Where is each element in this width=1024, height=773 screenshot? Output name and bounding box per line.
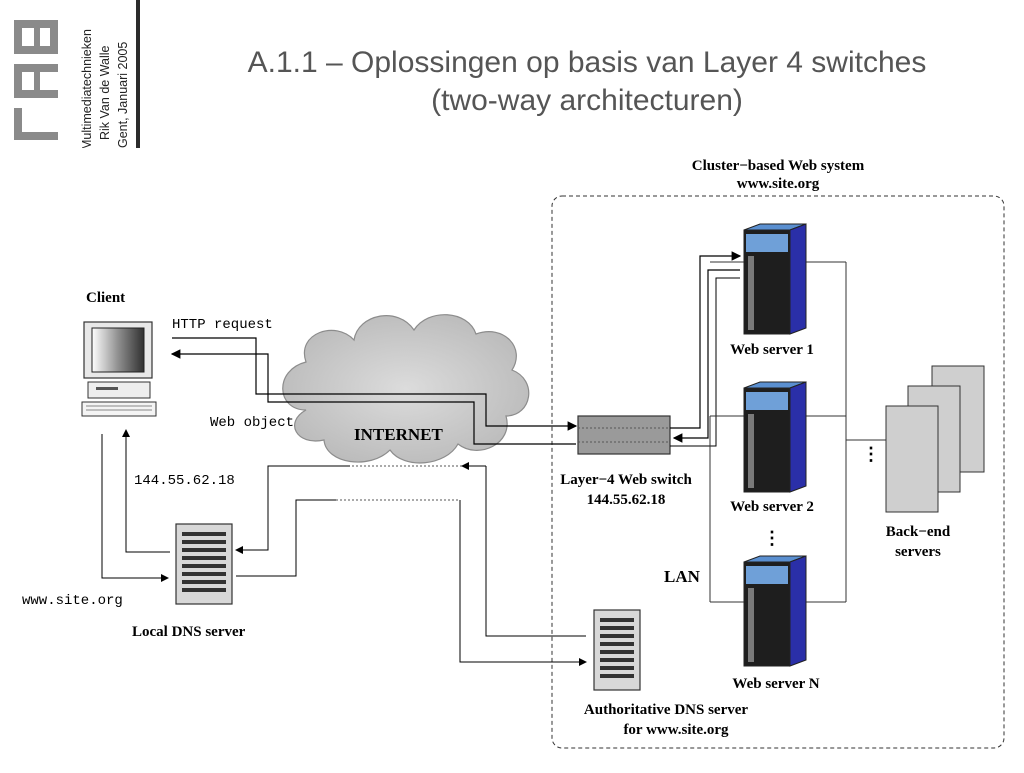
cluster-boundary — [551, 195, 1005, 749]
web-server-n-label: Web server N — [732, 676, 819, 692]
web-server-2-label: Web server 2 — [730, 499, 814, 515]
http-request-path — [172, 337, 578, 431]
backend-label-1: Back−end — [886, 524, 951, 540]
local-dns-server-icon — [175, 523, 233, 605]
cluster-title: Cluster−based Web system — [692, 158, 865, 174]
switch-ip: 144.55.62.18 — [587, 492, 666, 508]
cluster-site: www.site.org — [737, 176, 820, 192]
date-label: Gent, Januari 2005 — [116, 41, 130, 148]
title-line-2: (two-way architecturen) — [431, 84, 743, 117]
web-server-1-icon — [743, 223, 807, 335]
web-object-path — [170, 349, 576, 445]
client-to-dns-path — [101, 434, 169, 582]
ws1-to-switch-path — [672, 269, 740, 443]
to-auth-dns-path — [459, 500, 587, 666]
web-server-1-label: Web server 1 — [730, 342, 814, 358]
switch-ws1-aux-path — [670, 277, 740, 447]
auth-dns-label-2: for www.site.org — [623, 722, 729, 738]
auth-dns-server-icon — [593, 609, 641, 691]
lan-label: LAN — [664, 567, 701, 586]
course-name: Multimediatechnieken — [80, 29, 94, 150]
internet-cloud — [282, 314, 530, 464]
http-request-label: HTTP request — [172, 317, 273, 333]
client-computer-icon — [81, 321, 157, 417]
web-server-n-icon — [743, 555, 807, 667]
web-server-2-icon — [743, 381, 807, 493]
backend-dots: ⋮ — [862, 444, 880, 464]
client-label: Client — [86, 290, 125, 306]
switch-label: Layer−4 Web switch — [560, 472, 692, 488]
web-object-label: Web object — [210, 415, 294, 431]
dns-reply-to-local-path — [235, 465, 350, 554]
dns-to-client-path — [122, 429, 170, 553]
network-diagram: Cluster−based Web system www.site.org IN… — [22, 158, 1005, 749]
title-line-1: A.1.1 – Oplossingen op basis van Layer 4… — [247, 46, 927, 79]
author-name: Rik Van de Walle — [98, 45, 112, 140]
page-title: A.1.1 – Oplossingen op basis van Layer 4… — [150, 44, 1024, 120]
auth-dns-reply-path — [485, 466, 586, 637]
servers-ellipsis: ⋮ — [763, 528, 781, 548]
internet-label: INTERNET — [354, 425, 443, 444]
backend-servers-icon — [885, 365, 985, 513]
site-left-label: www.site.org — [22, 593, 123, 609]
ip-address-left: 144.55.62.18 — [134, 473, 235, 489]
local-dns-label: Local DNS server — [132, 624, 246, 640]
switch-to-ws1-path — [670, 251, 742, 429]
lab-logo — [14, 20, 58, 140]
layer4-switch-icon — [577, 415, 671, 455]
diagram-panel: Cluster−based Web system www.site.org IN… — [6, 148, 1024, 768]
dns-query-path — [236, 499, 336, 577]
auth-dns-label-1: Authoritative DNS server — [584, 702, 748, 718]
backend-label-2: servers — [895, 544, 941, 560]
